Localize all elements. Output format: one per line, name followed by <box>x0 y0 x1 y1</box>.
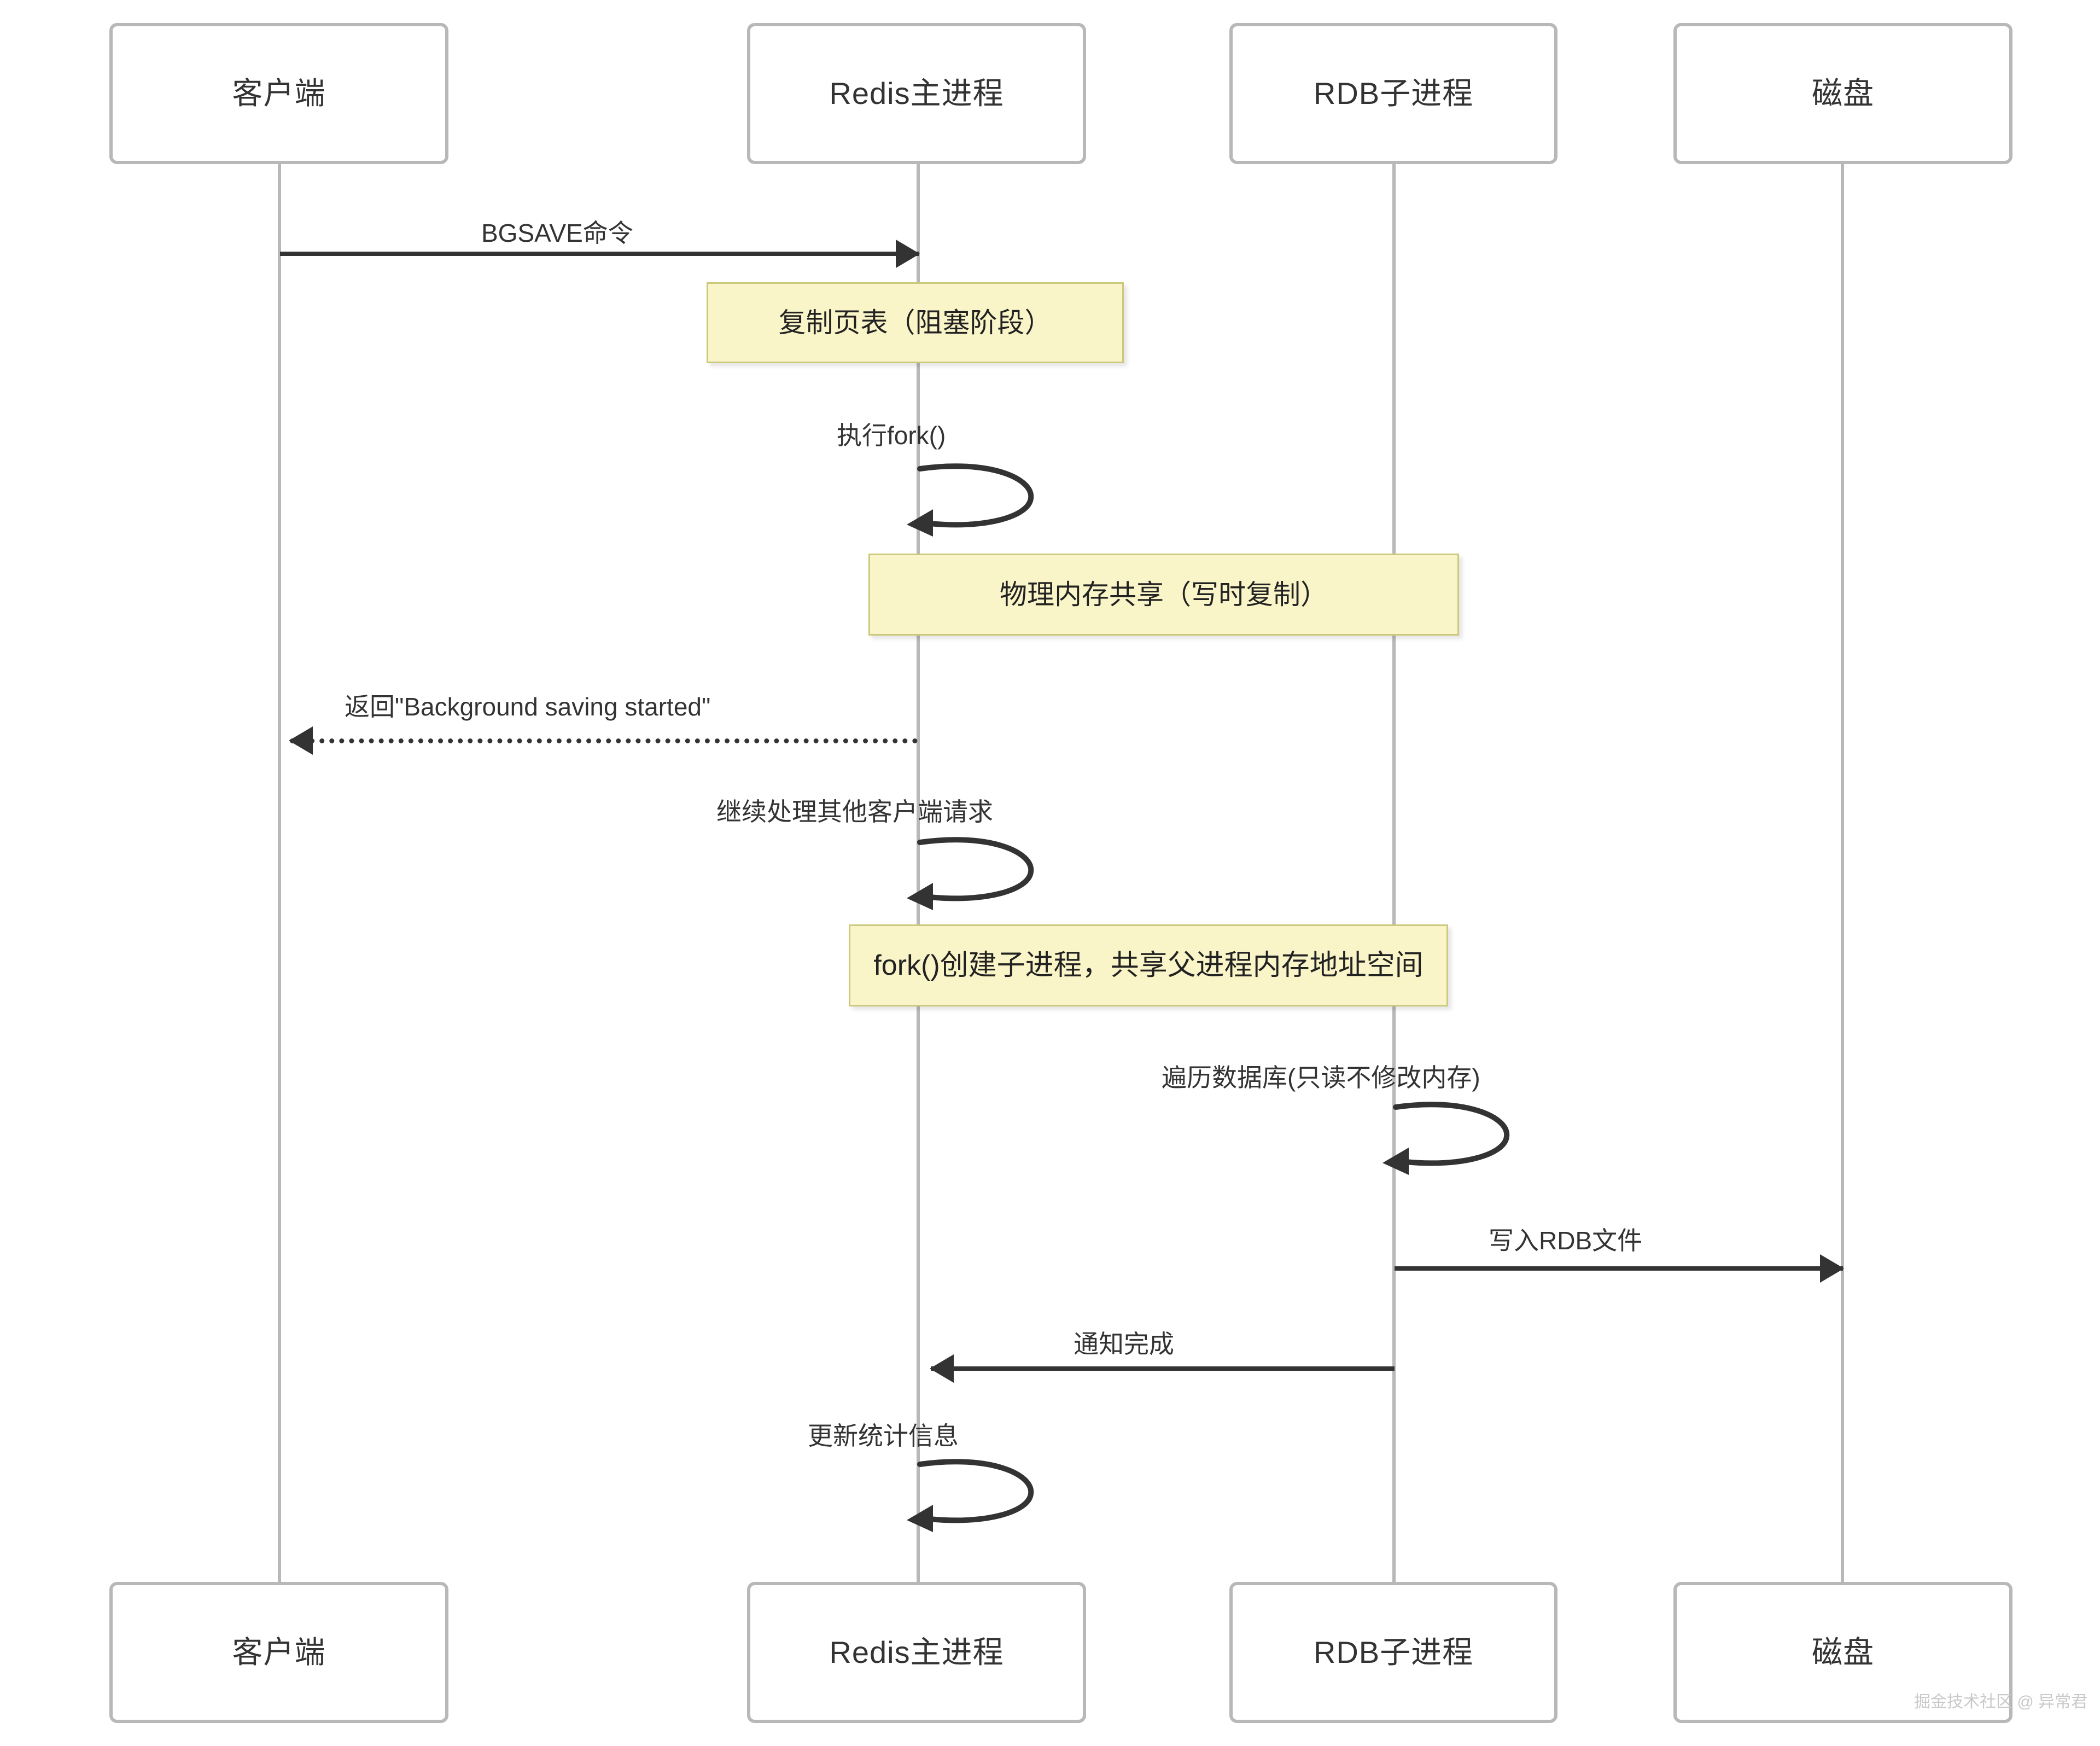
arrowhead-left-icon <box>930 1354 954 1383</box>
participant-head-disk[interactable]: 磁盘 <box>1673 23 2012 164</box>
message-selfloop-continue-serving[interactable] <box>907 836 1050 910</box>
arrowhead-right-icon <box>1820 1254 1844 1283</box>
message-label-background-saving-started: 返回"Background saving started" <box>345 692 711 721</box>
message-label-update-stats: 更新统计信息 <box>808 1422 959 1450</box>
participant-label-client-bottom: 客户端 <box>232 1635 326 1669</box>
lifeline-redis <box>917 164 920 1586</box>
message-line <box>1395 1266 1843 1271</box>
message-label-traverse-db: 遍历数据库(只读不修改内存) <box>1162 1063 1480 1092</box>
participant-head-redis[interactable]: Redis主进程 <box>747 23 1086 164</box>
participant-label-disk: 磁盘 <box>1812 76 1874 110</box>
message-line <box>931 1366 1395 1371</box>
participant-label-redis: Redis主进程 <box>829 76 1004 110</box>
participant-label-rdb-bottom: RDB子进程 <box>1313 1635 1474 1669</box>
note-text: 复制页表（阻塞阶段） <box>778 307 1052 338</box>
lifeline-rdb <box>1392 164 1396 1586</box>
participant-label-rdb: RDB子进程 <box>1313 76 1474 110</box>
lifeline-client <box>278 164 281 1586</box>
message-line <box>280 252 919 256</box>
message-selfloop-traverse-db[interactable] <box>1382 1101 1526 1175</box>
arrowhead-left-icon <box>289 726 313 755</box>
arrowhead-right-icon <box>896 240 920 268</box>
participant-head-client[interactable]: 客户端 <box>109 23 448 164</box>
message-label-continue-serving: 继续处理其他客户端请求 <box>716 798 993 826</box>
participant-head-rdb[interactable]: RDB子进程 <box>1229 23 1558 164</box>
participant-foot-disk[interactable]: 磁盘 <box>1673 1582 2012 1723</box>
message-selfloop-exec-fork[interactable] <box>907 462 1050 537</box>
participant-foot-redis[interactable]: Redis主进程 <box>747 1582 1086 1723</box>
lifeline-disk <box>1841 164 1844 1586</box>
participant-label-redis-bottom: Redis主进程 <box>829 1635 1004 1669</box>
note-text: fork()创建子进程，共享父进程内存地址空间 <box>873 950 1424 981</box>
message-label-write-rdb-file: 写入RDB文件 <box>1489 1226 1643 1255</box>
note-copy-page-table: 复制页表（阻塞阶段） <box>707 282 1124 363</box>
participant-foot-rdb[interactable]: RDB子进程 <box>1229 1582 1558 1723</box>
message-selfloop-update-stats[interactable] <box>907 1458 1050 1532</box>
participant-label-disk-bottom: 磁盘 <box>1812 1635 1874 1669</box>
note-fork-creates-child: fork()创建子进程，共享父进程内存地址空间 <box>849 924 1448 1006</box>
message-label-bgsave: BGSAVE命令 <box>481 219 633 247</box>
participant-foot-client[interactable]: 客户端 <box>109 1582 448 1723</box>
watermark-credit: 掘金技术社区 @ 异常君 <box>1914 1693 2088 1711</box>
note-text: 物理内存共享（写时复制） <box>1000 579 1328 610</box>
message-line-dashed <box>290 738 918 743</box>
participant-label-client: 客户端 <box>232 76 326 110</box>
message-label-exec-fork: 执行fork() <box>837 421 946 450</box>
message-label-notify-complete: 通知完成 <box>1074 1330 1174 1358</box>
note-physical-memory-share: 物理内存共享（写时复制） <box>868 554 1459 636</box>
